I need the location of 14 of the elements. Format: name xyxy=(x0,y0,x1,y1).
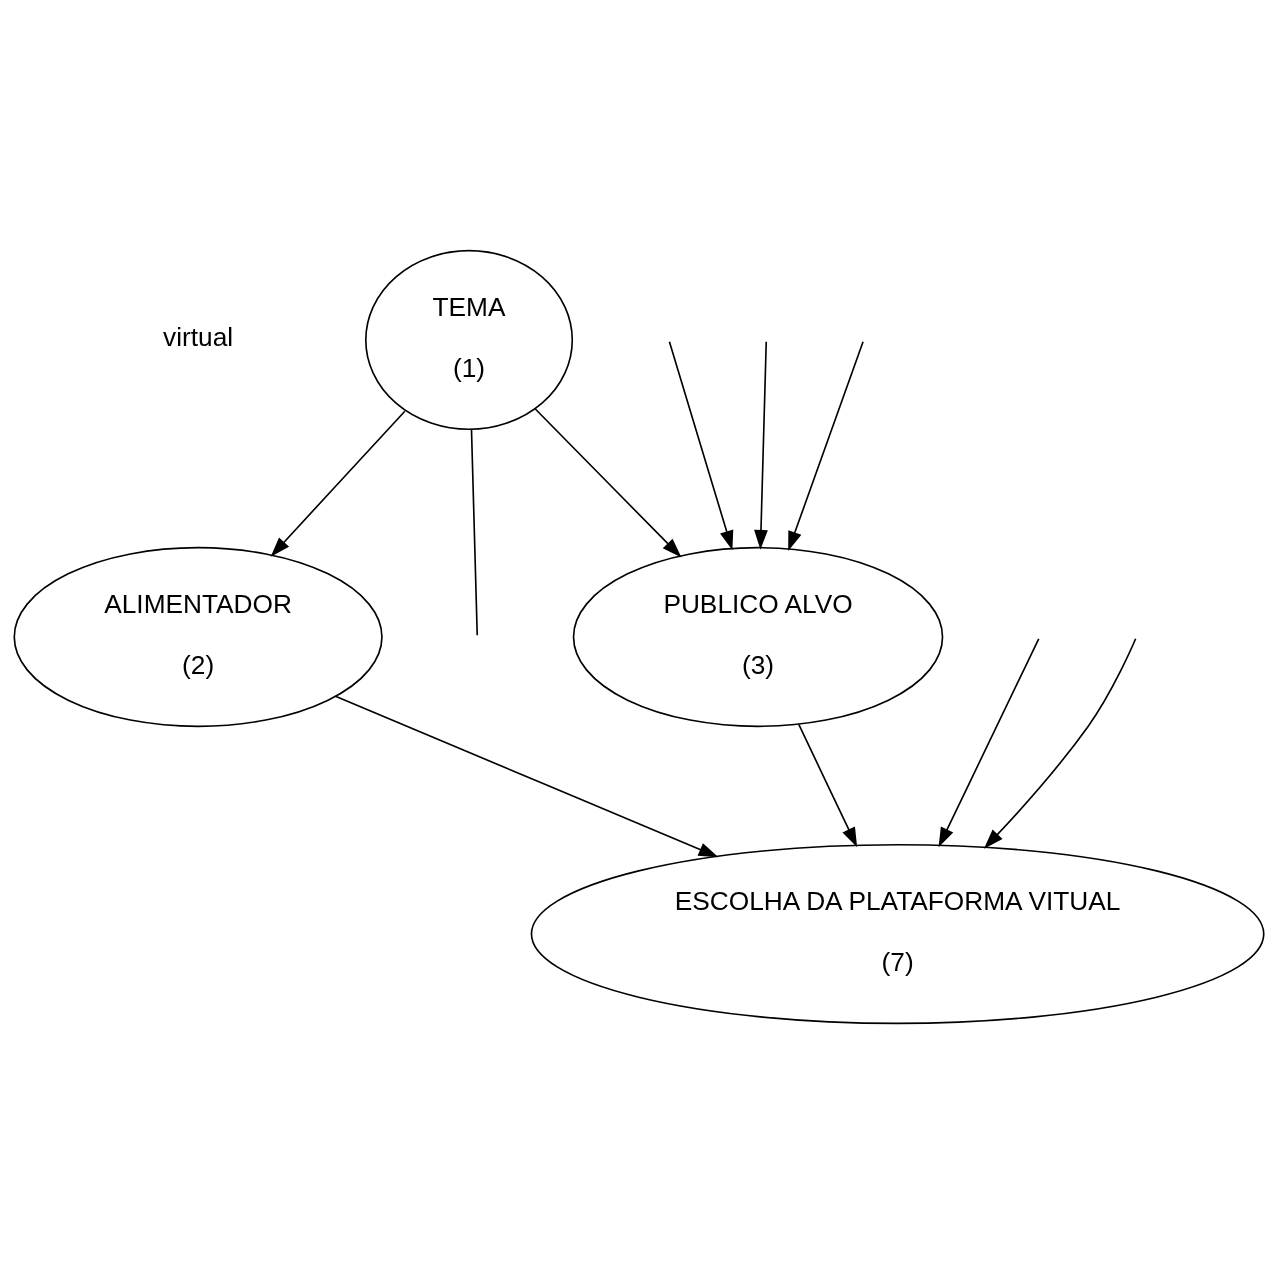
arrow xyxy=(788,340,864,551)
arrow xyxy=(334,695,719,857)
arrow xyxy=(797,723,858,847)
node-ellipse: ALIMENTADOR (2) xyxy=(13,546,383,727)
arrow xyxy=(754,340,768,550)
arrow xyxy=(270,409,406,557)
node-ellipse: TEMA (1) xyxy=(365,249,574,430)
arrow xyxy=(668,340,734,550)
node-ellipse: PUBLICO ALVO (3) xyxy=(572,546,944,727)
label: virtual xyxy=(163,321,234,352)
arrow xyxy=(534,407,682,558)
arrow xyxy=(984,637,1137,849)
connector xyxy=(470,428,479,636)
arrow xyxy=(938,637,1040,847)
